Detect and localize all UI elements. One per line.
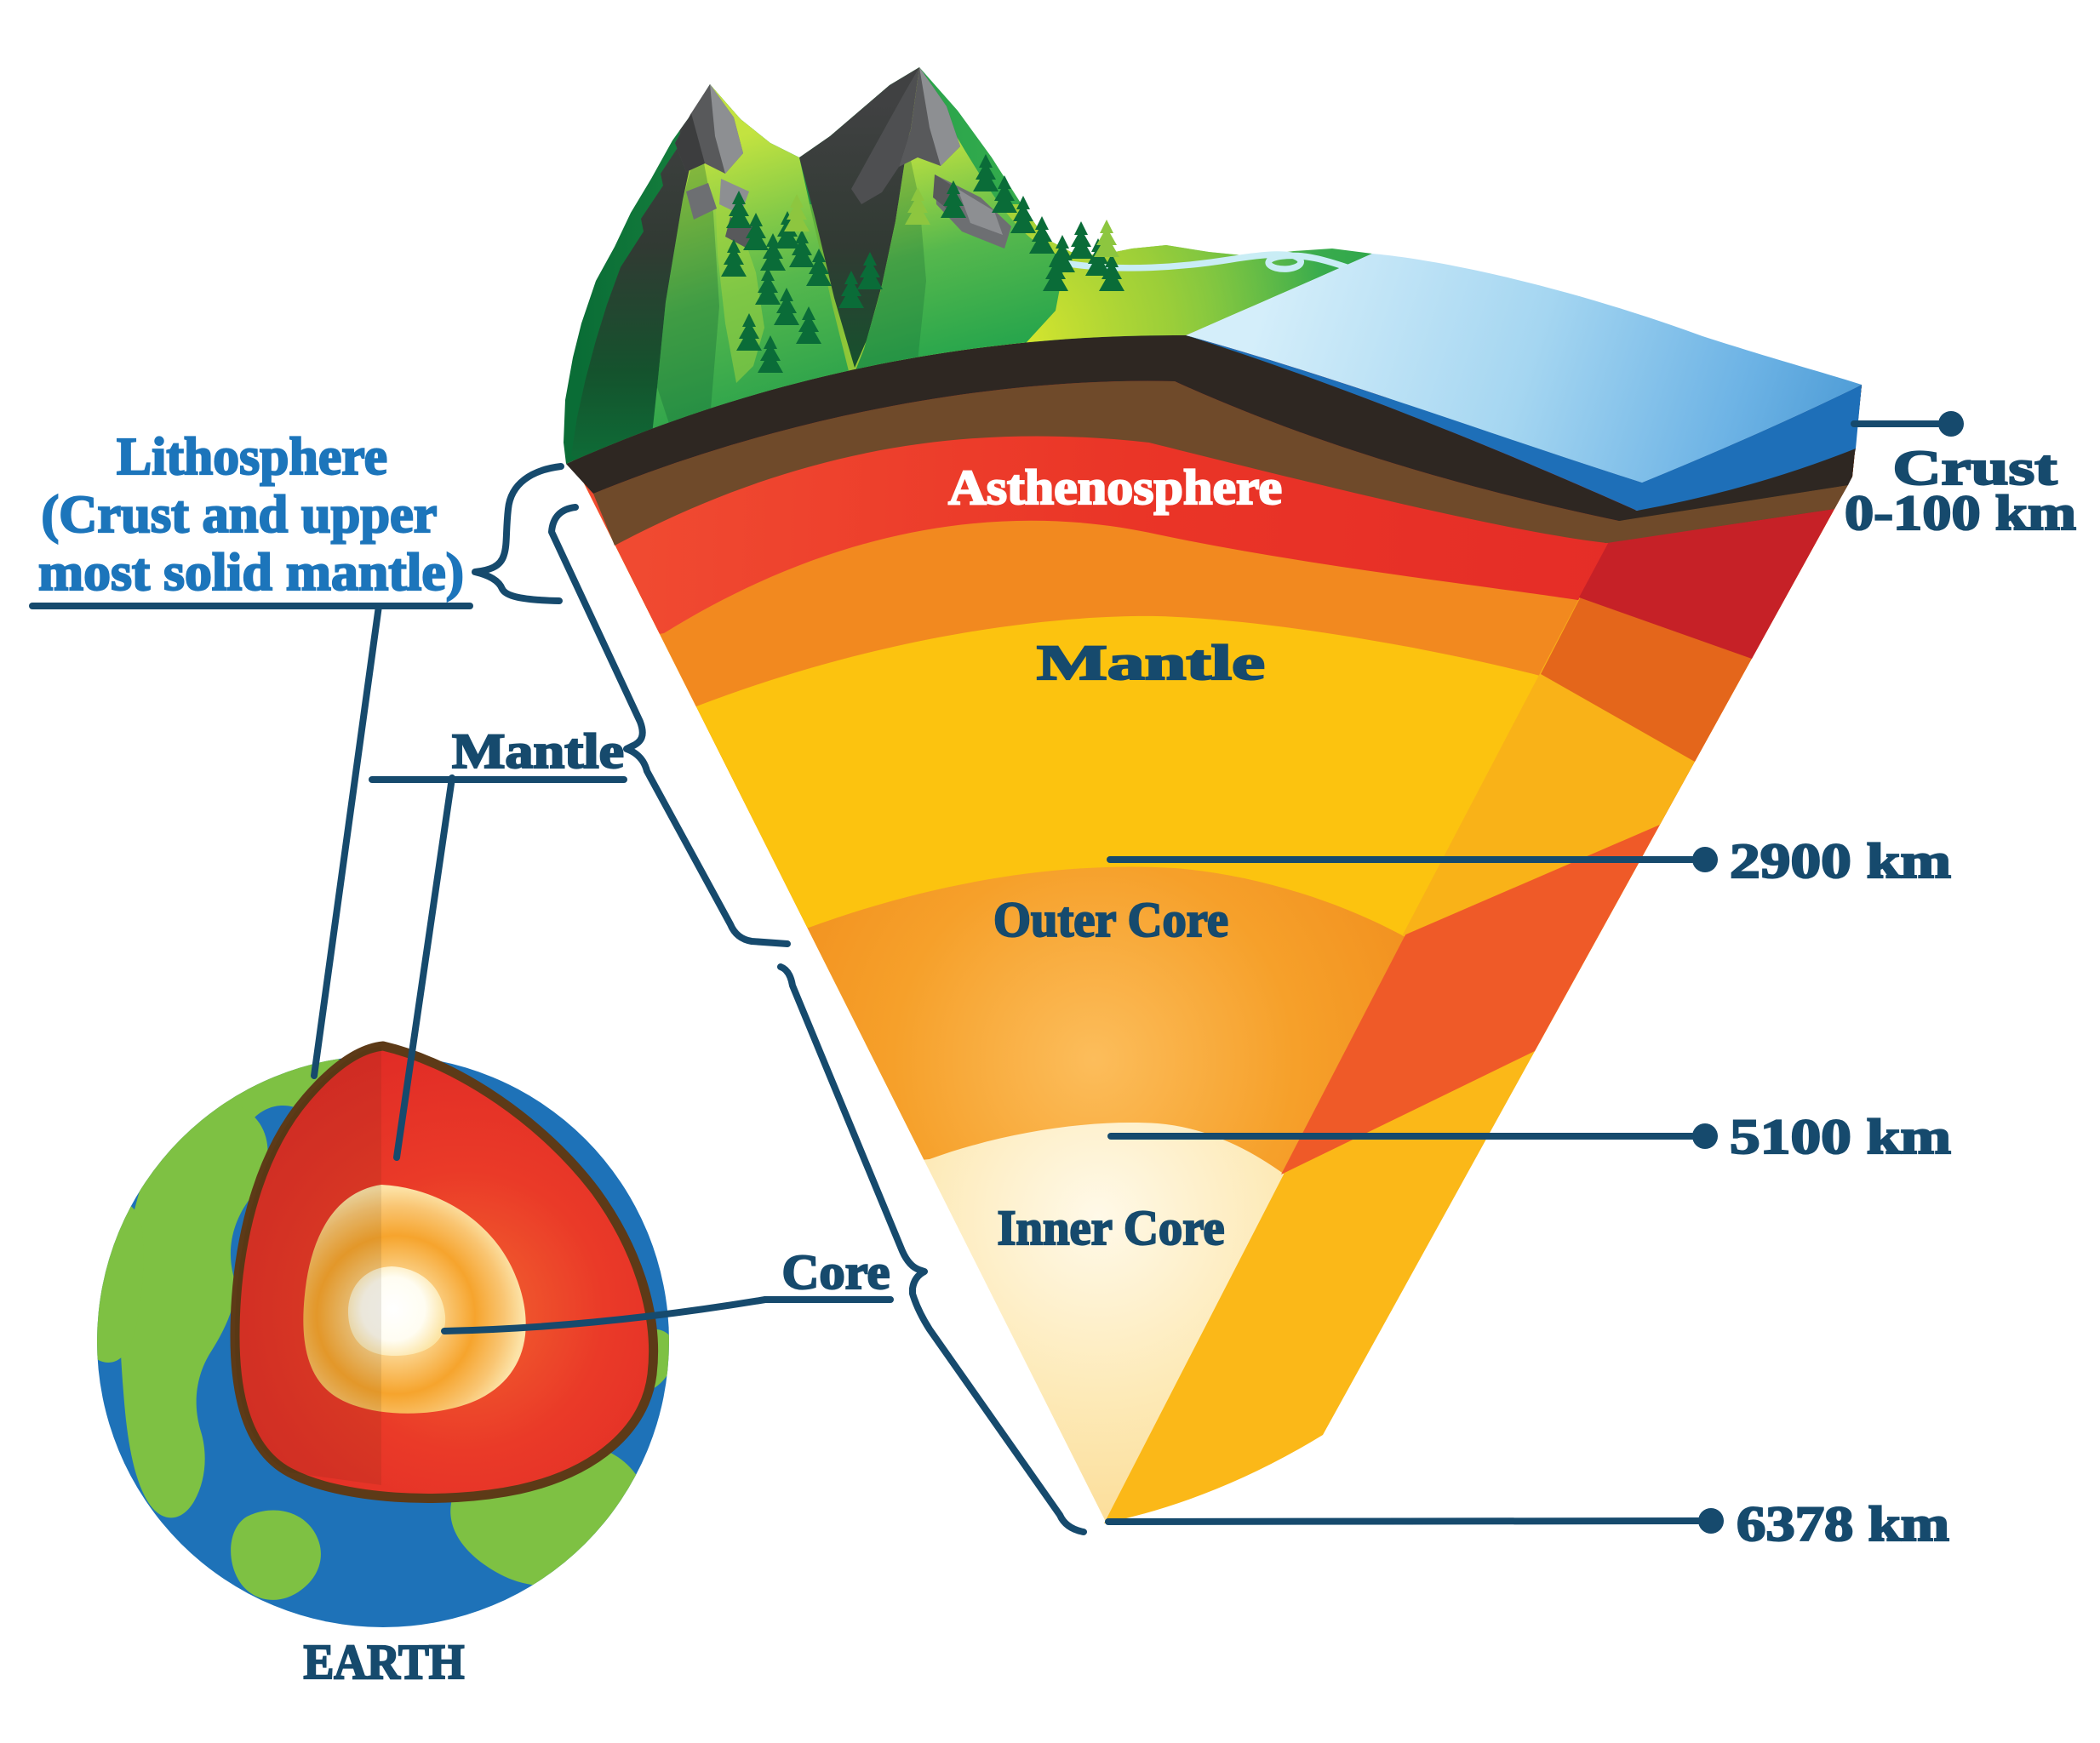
svg-text:Mantle: Mantle: [452, 723, 624, 779]
svg-text:Crust: Crust: [1893, 440, 2058, 495]
svg-text:Asthenosphere: Asthenosphere: [948, 460, 1282, 515]
svg-text:Inner Core: Inner Core: [998, 1200, 1225, 1255]
svg-text:Outer Core: Outer Core: [993, 892, 1228, 947]
svg-text:EARTH: EARTH: [304, 1634, 465, 1689]
svg-text:6378 km: 6378 km: [1737, 1496, 1949, 1552]
svg-text:0-100 km: 0-100 km: [1845, 485, 2076, 540]
svg-text:Lithosphere: Lithosphere: [117, 428, 387, 486]
svg-text:Mantle: Mantle: [1037, 635, 1265, 690]
svg-text:(Crust and upper: (Crust and upper: [42, 486, 438, 544]
svg-text:most solid mantle): most solid mantle): [38, 544, 464, 602]
svg-text:Core: Core: [782, 1244, 890, 1300]
svg-text:5100 km: 5100 km: [1730, 1109, 1951, 1164]
svg-text:2900 km: 2900 km: [1730, 833, 1951, 889]
